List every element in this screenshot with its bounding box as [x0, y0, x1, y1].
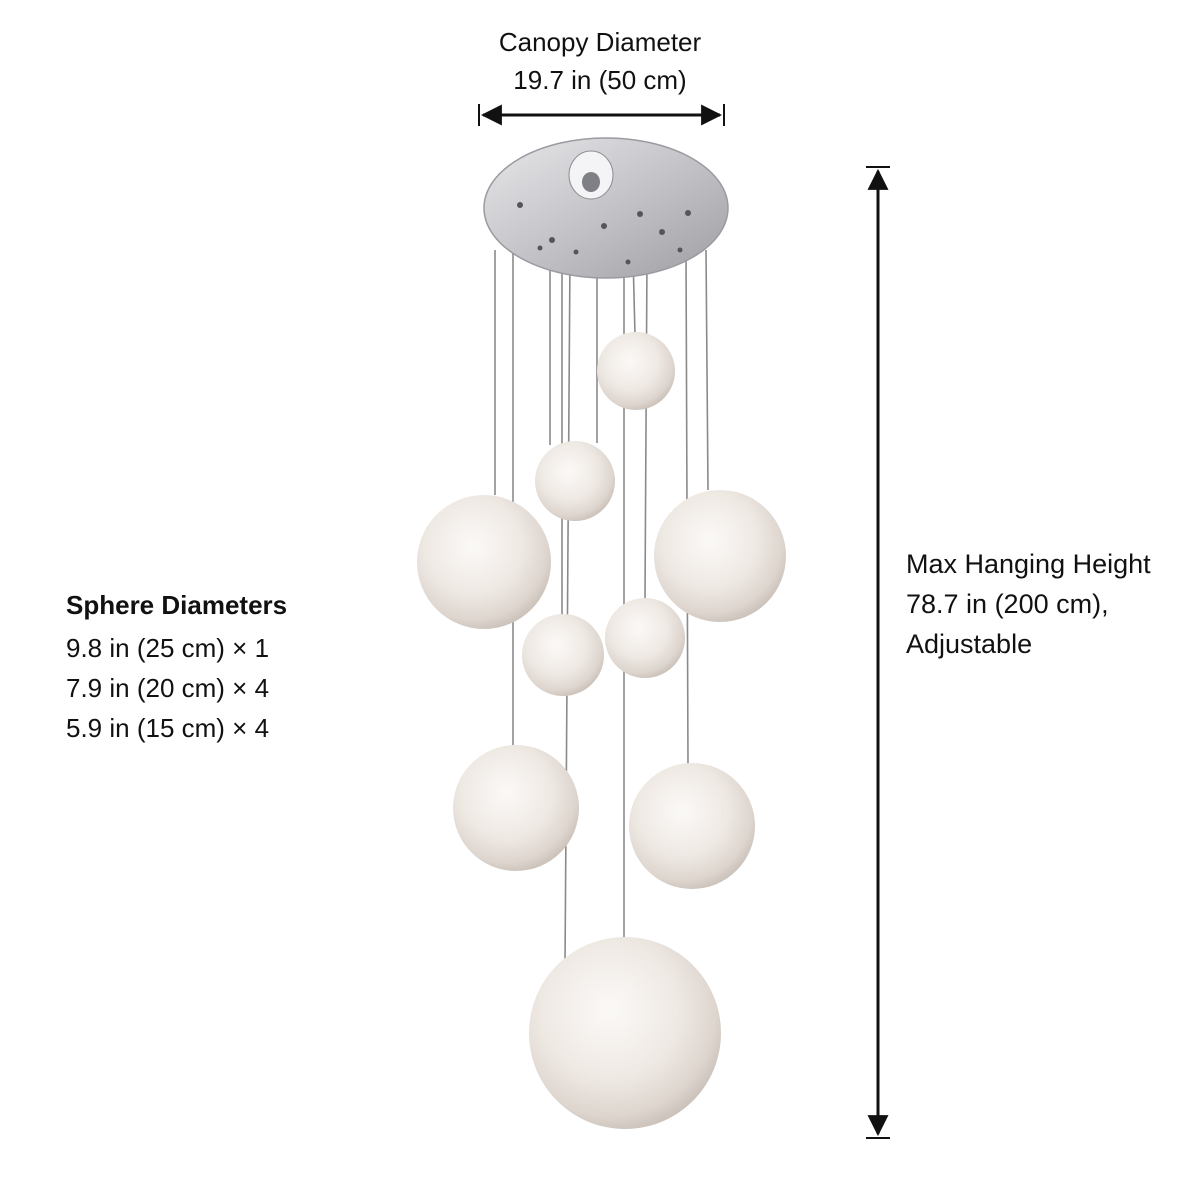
canopy-diameter-value: 19.7 in (50 cm) [513, 65, 687, 95]
sphere-large-bottom [529, 937, 721, 1129]
sphere-diameters-block: Sphere Diameters 9.8 in (25 cm) × 1 7.9 … [66, 588, 386, 748]
canopy [483, 137, 729, 279]
sphere-diameters-title: Sphere Diameters [66, 590, 288, 620]
sphere-diameter-line: 7.9 in (20 cm) × 4 [66, 673, 270, 703]
sphere-medium-lower-right [629, 763, 755, 889]
sphere-diameter-line: 5.9 in (15 cm) × 4 [66, 713, 270, 743]
sphere-small-upper-left [535, 441, 615, 521]
suspension-wires [494, 249, 709, 966]
sphere-small-center-left [522, 614, 604, 696]
sphere-small-center-right [605, 598, 685, 678]
canopy-dimension [478, 104, 725, 126]
canopy-diameter-title: Canopy Diameter [498, 27, 702, 57]
height-label-line: Max Hanging Height [906, 549, 1151, 579]
height-value-line: 78.7 in (200 cm), [906, 589, 1109, 619]
height-note-line: Adjustable [906, 629, 1033, 659]
sphere-small-top [597, 332, 675, 410]
moon-spheres [417, 332, 786, 1129]
height-dimension [866, 166, 890, 1139]
sphere-medium-right [654, 490, 786, 622]
sphere-medium-lower-left [453, 745, 579, 871]
sphere-diameter-line: 9.8 in (25 cm) × 1 [66, 633, 270, 663]
max-hanging-height-block: Max Hanging Height 78.7 in (200 cm), Adj… [906, 544, 1196, 664]
sphere-medium-left [417, 495, 551, 629]
